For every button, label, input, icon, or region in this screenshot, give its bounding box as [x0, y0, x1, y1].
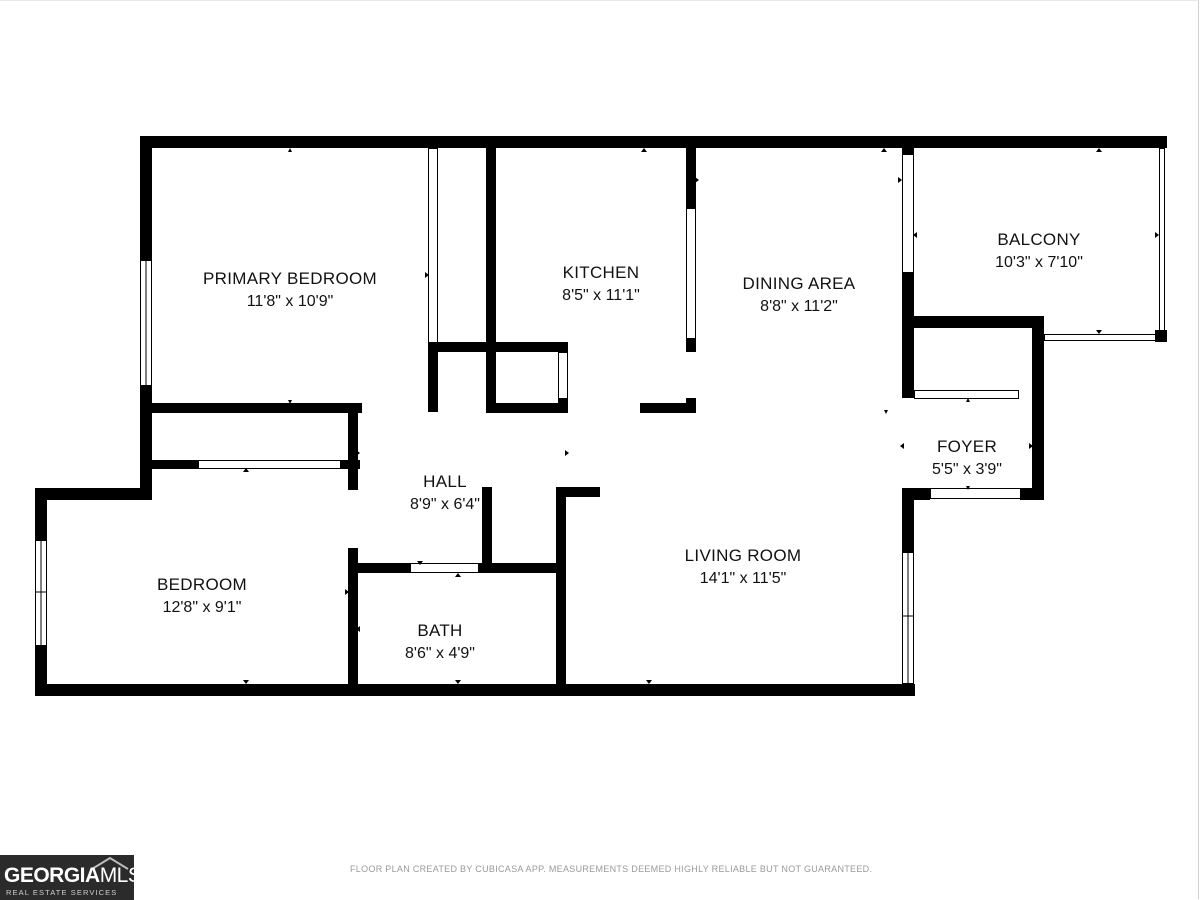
opening-kitchen [686, 208, 696, 339]
room-foyer: FOYER 5'5" x 3'9" [932, 437, 1002, 479]
wall-bedroom-top [35, 488, 152, 500]
railing-balcony-bottom [1044, 334, 1156, 341]
kitchen-notch-open [558, 352, 568, 399]
wall-primary-bottom [140, 403, 362, 413]
wall-hall-left-lower [348, 548, 358, 688]
room-name: BATH [417, 621, 463, 640]
room-name: BALCONY [997, 230, 1081, 249]
wall-bath-right [556, 487, 566, 696]
room-name: KITCHEN [562, 263, 640, 282]
foyer-door-top [914, 390, 1019, 399]
wall-balcony-corner-bottom [1155, 330, 1167, 342]
door-balcony [902, 154, 914, 273]
wall-kitchen-bottom-left [486, 403, 568, 413]
wall-bath-top-left [348, 563, 410, 573]
bath-door [410, 563, 479, 573]
walls [35, 136, 1167, 696]
room-kitchen: KITCHEN 8'5" x 11'1" [562, 263, 640, 305]
wall-kitchen-right-upper [686, 148, 696, 208]
room-name: PRIMARY BEDROOM [203, 269, 377, 288]
wall-kitchen-right-mid [686, 338, 696, 352]
wall-bedroom-left-upper [35, 488, 47, 540]
wall-top [140, 136, 1166, 148]
logo-brand-suffix: MLS [99, 864, 142, 887]
wall-kitchen-bottom-right [640, 403, 696, 413]
room-bath: BATH 8'6" x 4'9" [405, 621, 475, 663]
wall-balcony-corner-top [1155, 136, 1167, 148]
room-hall: HALL 8'9" x 6'4" [410, 472, 480, 514]
room-name: BEDROOM [157, 575, 247, 594]
room-dimensions: 14'1" x 11'5" [699, 570, 787, 587]
room-name: FOYER [936, 437, 998, 456]
wall-hall-closet-left [482, 487, 492, 572]
windows [35, 148, 1165, 684]
room-name: DINING AREA [742, 274, 856, 293]
wall-kitchen-notch [558, 342, 568, 352]
room-dimensions: 10'3" x 7'10" [995, 254, 1083, 271]
wall-closet-top [428, 342, 568, 352]
wall-balcony-left [902, 272, 914, 398]
primary-closet-door [428, 148, 438, 343]
wall-hall-closet-top [556, 487, 600, 497]
logo-wordmark: GEORGIAMLS [4, 864, 142, 888]
room-living-room: LIVING ROOM 14'1" x 11'5" [685, 546, 802, 588]
roof-icon [91, 856, 129, 870]
room-dimensions: 8'9" x 6'4" [410, 496, 480, 513]
room-dining-area: DINING AREA 8'8" x 11'2" [743, 274, 856, 316]
room-dimensions: 8'5" x 11'1" [562, 287, 640, 304]
wall-bedroom-left-lower [35, 646, 47, 696]
room-name: LIVING ROOM [684, 546, 802, 565]
georgia-mls-logo: GEORGIAMLS REAL ESTATE SERVICES [0, 855, 142, 900]
railing-balcony-right [1159, 148, 1165, 331]
disclaimer-text: FLOOR PLAN CREATED BY CUBICASA APP. MEAS… [350, 864, 873, 874]
measurement-ticks [243, 148, 1159, 684]
wall-foyer-bottom-right [1020, 488, 1044, 500]
room-dimensions: 5'5" x 3'9" [932, 461, 1002, 478]
room-name: HALL [423, 472, 467, 491]
wall-foyer-right [1032, 316, 1044, 500]
wall-kitchen-left [486, 148, 496, 412]
wall-bottom [35, 684, 915, 696]
room-dimensions: 12'8" x 9'1" [162, 599, 242, 616]
room-primary-bedroom: PRIMARY BEDROOM 11'8" x 10'9" [203, 269, 377, 311]
wall-bath-top-right [478, 563, 566, 573]
wall-hall-left-upper [348, 403, 358, 490]
wall-balcony-left-top [902, 136, 914, 154]
room-dimensions: 8'6" x 4'9" [405, 645, 475, 662]
room-bedroom: BEDROOM 12'8" x 9'1" [157, 575, 247, 617]
closet-door [198, 460, 341, 469]
wall-kitchen-notch2 [558, 398, 568, 413]
logo-tagline: REAL ESTATE SERVICES [6, 888, 118, 897]
logo-brand-prefix: GEORGIA [4, 864, 100, 887]
room-balcony: BALCONY 10'3" x 7'10" [995, 230, 1083, 272]
wall-closet-left [152, 460, 198, 469]
room-dimensions: 8'8" x 11'2" [760, 298, 838, 315]
kitchen-counter-edge [640, 403, 686, 413]
wall-closet-vert [428, 342, 438, 412]
wall-primary-left-upper [140, 136, 152, 260]
wall-primary-left-lower [140, 386, 152, 498]
wall-balcony-bottom [902, 316, 1044, 328]
wall-living-right-upper [902, 488, 914, 552]
foyer-door-bottom [930, 488, 1021, 499]
room-dimensions: 11'8" x 10'9" [246, 293, 334, 310]
